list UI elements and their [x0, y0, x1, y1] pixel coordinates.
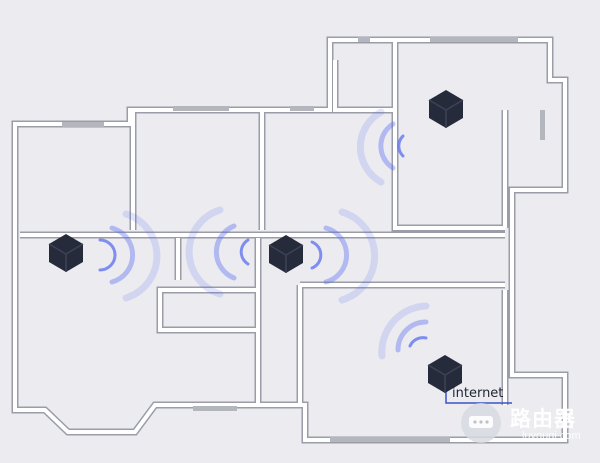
wall-lines: [11, 36, 569, 444]
signal-center-right: [310, 208, 378, 304]
watermark-logo-icon: [461, 403, 501, 443]
signal-top-right: [356, 108, 405, 186]
signal-main: [378, 302, 430, 360]
signal-center-left: [185, 206, 250, 298]
signal-left: [98, 210, 161, 302]
router-left-icon: [48, 234, 84, 272]
signal-waves: [98, 108, 430, 360]
router-top-right-icon: [428, 90, 464, 128]
watermark-url: luyouqi.com: [522, 430, 581, 442]
internet-label: internet: [452, 386, 504, 401]
watermark-title: 路由器: [510, 408, 576, 431]
router-center-icon: [268, 235, 304, 273]
router-main-icon: [427, 355, 463, 393]
windows: [62, 37, 545, 442]
